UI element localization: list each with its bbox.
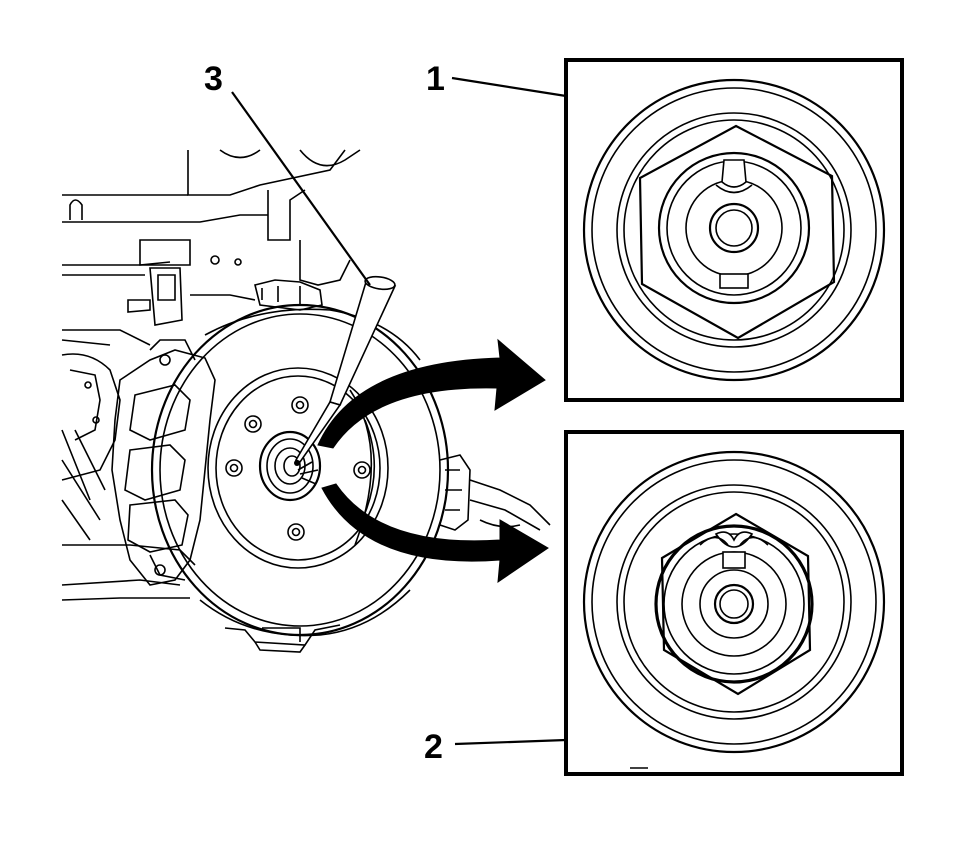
callout-label-3: 3 xyxy=(204,60,223,98)
callout-label-2: 2 xyxy=(424,728,443,766)
suspension-background xyxy=(61,149,361,601)
callout-leaders xyxy=(231,76,567,746)
wheel-studs xyxy=(225,396,371,541)
detail-view-2 xyxy=(564,430,904,776)
hub-nut xyxy=(258,430,322,502)
steering-knuckle-right xyxy=(439,454,551,531)
punch-tool xyxy=(294,275,397,485)
detail-view-1 xyxy=(564,58,904,402)
callout-label-1: 1 xyxy=(426,60,445,98)
arrow-to-view-1 xyxy=(317,338,546,449)
arrow-to-view-2 xyxy=(321,483,549,584)
